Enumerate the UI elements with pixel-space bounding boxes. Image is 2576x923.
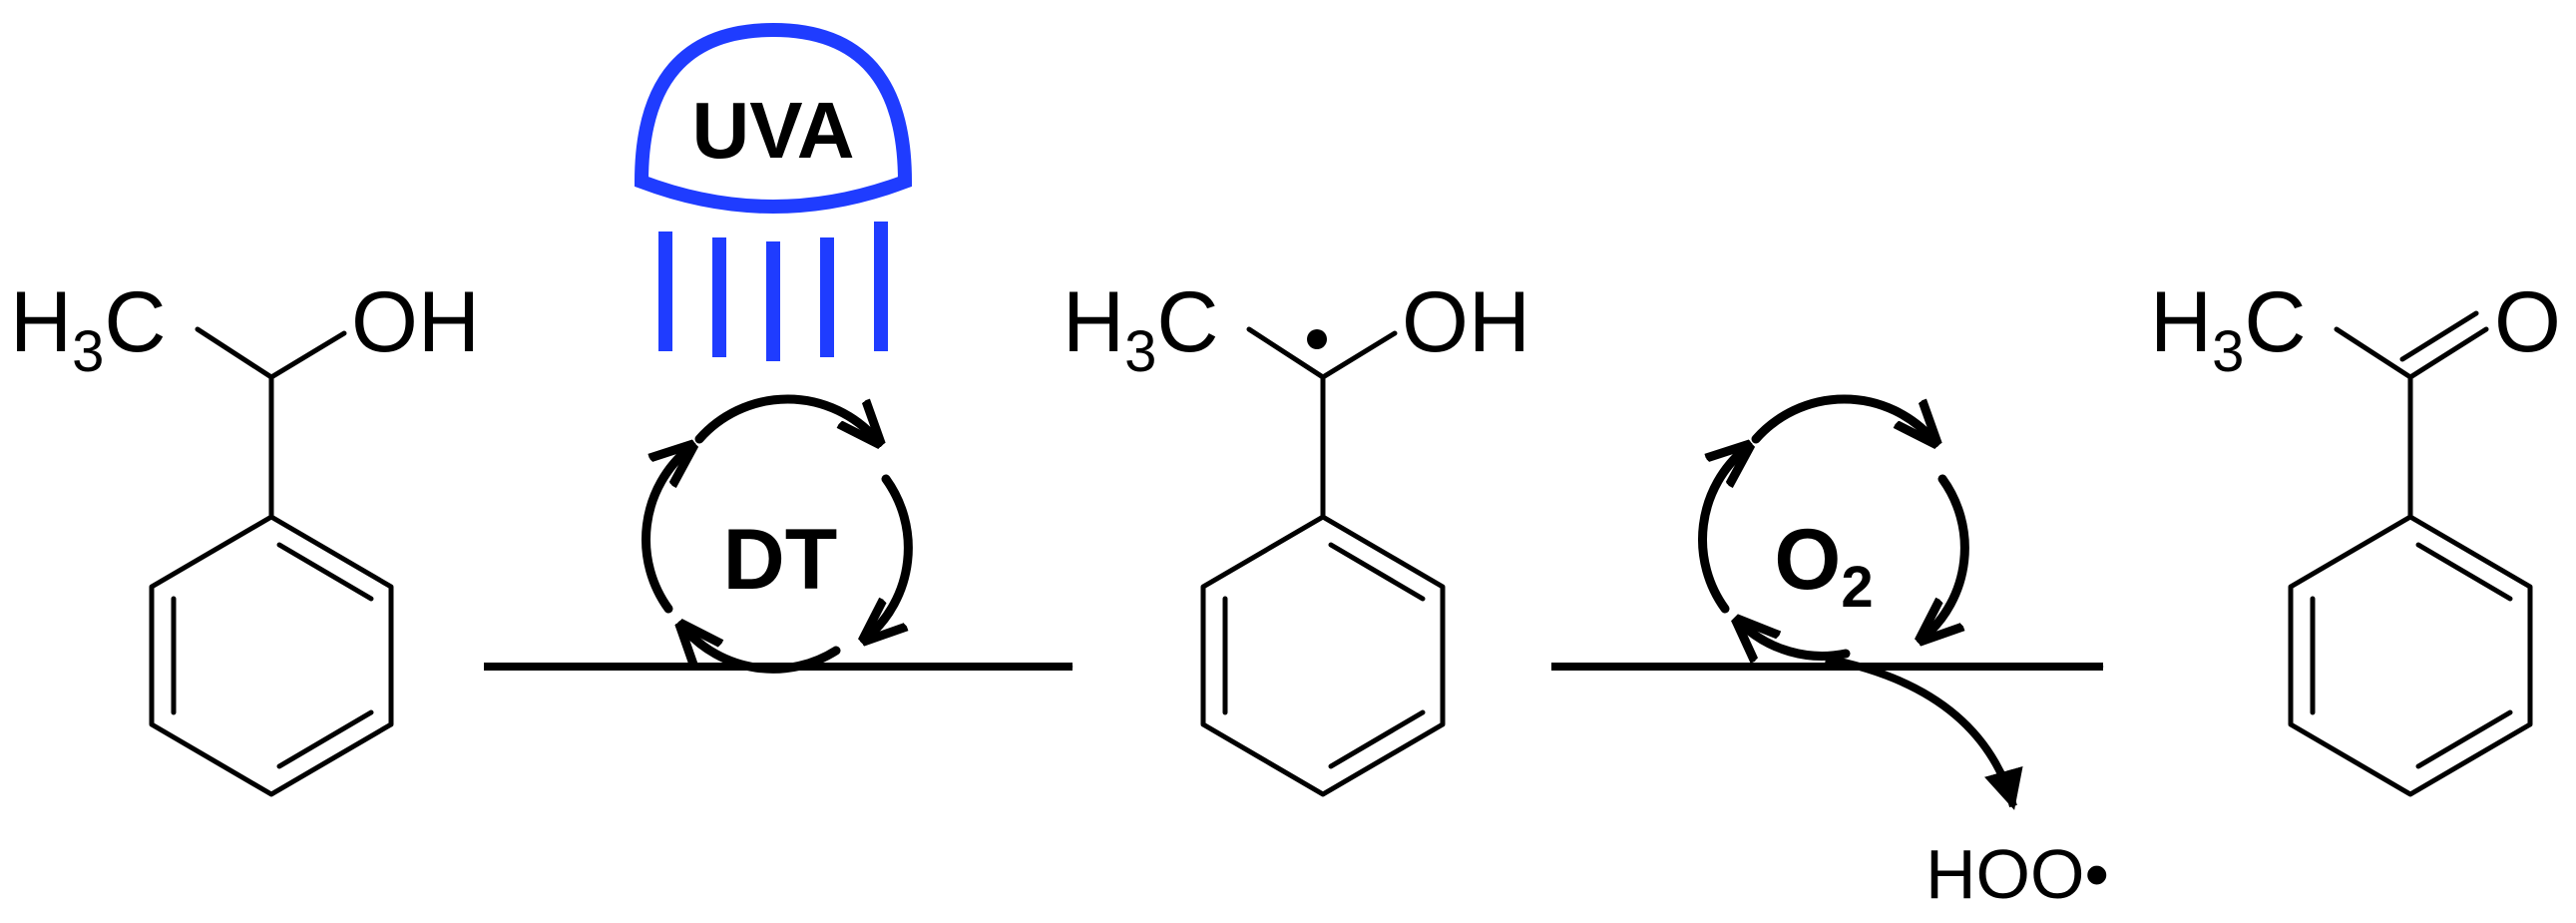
product-oxygen-label: O	[2494, 274, 2561, 370]
catalytic-cycle-icon-dt: DT	[642, 394, 913, 674]
byproduct-release-arrow-icon	[1825, 655, 2023, 810]
dt-catalyst-label: DT	[723, 512, 838, 608]
catalytic-cycle-icon-o2: O2	[1698, 394, 1969, 656]
product-benzene-ring	[2288, 514, 2533, 797]
o2-reagent-label: O2	[1774, 512, 1873, 620]
reactant-bonds	[195, 326, 347, 520]
intermediate-radical-molecule: H3C OH	[1063, 274, 1530, 797]
uva-lamp-icon: UVA	[634, 22, 913, 361]
product-h3c-label: H3C	[2150, 274, 2306, 384]
product-bonds	[2334, 310, 2489, 520]
product-molecule: H3C O	[2150, 274, 2561, 797]
hydroperoxyl-byproduct-label: HOO•	[1926, 835, 2109, 913]
reactant-oh-label: OH	[351, 274, 480, 370]
uva-label: UVA	[692, 86, 855, 175]
radical-dot-icon	[1307, 329, 1327, 349]
reactant-molecule: H3C OH	[10, 274, 480, 797]
intermediate-bonds	[1246, 326, 1398, 520]
intermediate-oh-label: OH	[1402, 274, 1530, 370]
intermediate-benzene-ring	[1200, 514, 1446, 797]
uva-light-rays	[658, 222, 888, 361]
intermediate-h3c-label: H3C	[1063, 274, 1218, 384]
reactant-h3c-label: H3C	[10, 274, 166, 384]
reactant-benzene-ring	[149, 514, 394, 797]
